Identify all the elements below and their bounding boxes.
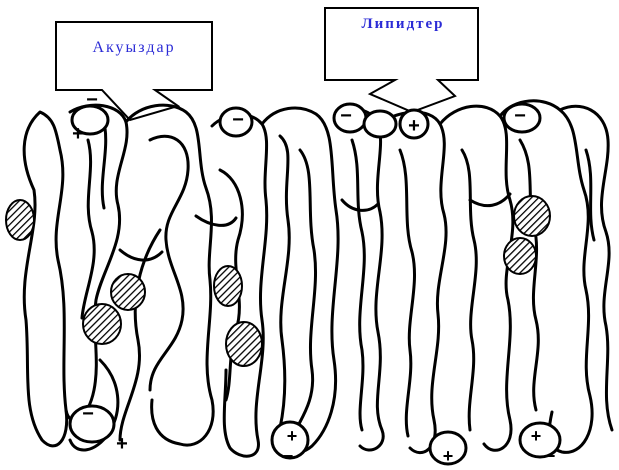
hatched-protein-4 bbox=[214, 266, 242, 306]
charge-signs: − + − − + − − + + − + + − bbox=[72, 89, 555, 466]
hatched-protein-1 bbox=[6, 200, 34, 240]
hatched-proteins bbox=[6, 196, 550, 366]
hatched-protein-5 bbox=[226, 322, 262, 366]
sign-minus-2: − bbox=[232, 109, 244, 131]
label-lipids: Липидтер bbox=[361, 16, 444, 32]
sign-plus-6: + bbox=[531, 426, 542, 446]
hatched-protein-6 bbox=[514, 196, 550, 236]
hatched-protein-7 bbox=[504, 238, 536, 274]
sign-plus-4: + bbox=[287, 426, 298, 446]
callout-proteins: Акуыздар bbox=[56, 22, 212, 120]
sign-minus-5: − bbox=[82, 403, 94, 425]
label-proteins: Акуыздар bbox=[92, 39, 175, 56]
sign-minus-4: − bbox=[514, 105, 526, 127]
sign-plus-2: + bbox=[408, 115, 420, 137]
head-top-4 bbox=[364, 111, 396, 137]
hatched-protein-3 bbox=[83, 304, 121, 344]
protein-fold-left bbox=[24, 112, 67, 446]
callout-lipids: Липидтер bbox=[325, 8, 478, 112]
sign-minus-1: − bbox=[86, 89, 98, 111]
protein-fold-left-inner bbox=[66, 105, 127, 420]
sign-minus-3: − bbox=[340, 105, 352, 127]
sign-minus-6: − bbox=[283, 446, 294, 466]
hatched-protein-2 bbox=[111, 274, 145, 310]
sign-plus-1: + bbox=[72, 123, 84, 145]
sign-plus-3: + bbox=[116, 433, 128, 455]
membrane-outlines bbox=[24, 101, 612, 456]
sign-minus-7: − bbox=[545, 446, 556, 466]
protein-fold-middle bbox=[262, 108, 338, 452]
sign-plus-5: + bbox=[443, 446, 454, 466]
